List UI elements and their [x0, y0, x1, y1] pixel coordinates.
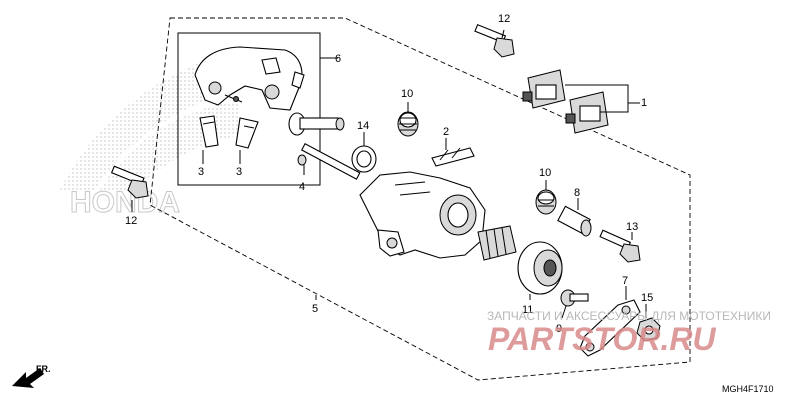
- callout-8: 8: [574, 187, 580, 199]
- callout-5: 5: [312, 303, 318, 315]
- piston-seal-14: [351, 145, 377, 173]
- honda-logo-text: HONDA: [70, 186, 180, 219]
- callout-4: 4: [299, 181, 305, 193]
- nut-15: [636, 317, 661, 342]
- callout-10-lower: 10: [539, 167, 551, 179]
- pad-retainer-2: [431, 147, 475, 167]
- boot-10-upper: [397, 111, 419, 137]
- front-direction-arrow-icon: [12, 368, 44, 388]
- pin-sleeve-8: [557, 205, 592, 237]
- direction-label: FR.: [36, 364, 51, 374]
- bolt-12-lower: [110, 165, 149, 199]
- brake-pad-set: [522, 69, 609, 134]
- piston-11: [517, 241, 563, 295]
- callout-11: 11: [522, 304, 533, 316]
- leader-lines: [131, 29, 647, 319]
- callout-15: 15: [641, 292, 653, 304]
- callout-1: 1: [641, 97, 647, 109]
- callout-7: 7: [622, 275, 628, 287]
- callout-14: 14: [357, 120, 369, 132]
- dust-boot: [477, 225, 517, 261]
- plate-7: [579, 299, 641, 357]
- bolt-12-upper: [474, 23, 515, 58]
- callout-3-right: 3: [236, 166, 242, 178]
- caliper-body: [359, 171, 486, 259]
- callout-3-left: 3: [198, 166, 204, 178]
- diagram-code: MGH4F1710: [722, 384, 774, 394]
- callout-9: 9: [556, 323, 562, 335]
- caliper-bracket: [194, 46, 305, 111]
- callout-2: 2: [443, 126, 449, 138]
- watermark-tagline: ЗАПЧАСТИ И АКСЕССУАРЫ ДЛЯ МОТОТЕХНИКИ: [487, 309, 771, 323]
- callout-6: 6: [335, 53, 341, 65]
- pad-spring-left: [199, 115, 219, 148]
- slide-pin-upper: [288, 112, 345, 136]
- bracket-frame: [177, 32, 321, 186]
- slide-pin-4: [297, 143, 361, 180]
- pad-spring-right: [235, 117, 259, 149]
- callout-12-lower: 12: [125, 215, 137, 227]
- bolt-13: [599, 229, 641, 263]
- bleeder-valve-9: [560, 289, 589, 307]
- callout-10-upper: 10: [401, 88, 413, 100]
- boot-10-lower: [535, 189, 557, 215]
- callout-12-upper: 12: [498, 13, 510, 25]
- callout-13: 13: [626, 221, 638, 233]
- watermark-brand: PARTSTOR.RU: [488, 321, 716, 357]
